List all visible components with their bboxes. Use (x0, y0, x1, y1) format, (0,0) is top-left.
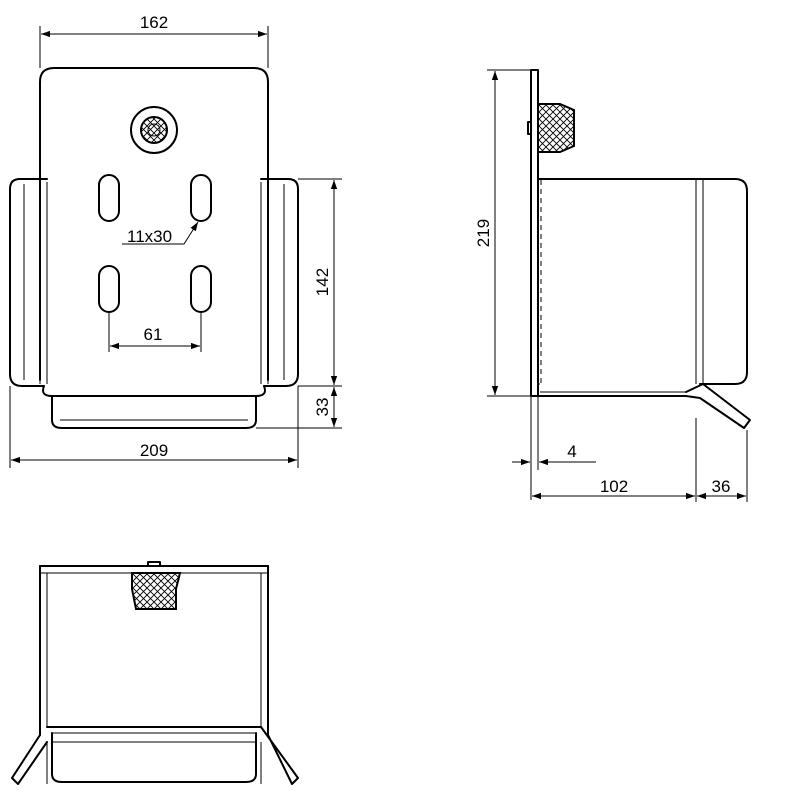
wall-plug-icon (131, 572, 182, 610)
side-view (527, 69, 751, 429)
dim-lip: 36 (712, 477, 731, 496)
dim-total-width: 209 (140, 441, 168, 460)
dim-top-width: 162 (140, 13, 168, 32)
dim-slot-spacing: 61 (144, 325, 163, 344)
mounting-slot (190, 265, 212, 313)
front-view (9, 67, 299, 429)
mounting-slot (98, 174, 120, 222)
front-dimensions: 162 11x30 61 142 33 209 (9, 13, 342, 468)
side-dimensions: 219 4 102 36 (474, 69, 748, 502)
dim-thickness: 4 (567, 442, 576, 461)
dim-slot-size: 11x30 (127, 227, 172, 246)
mounting-slot (190, 174, 212, 222)
wall-plug-icon (537, 103, 575, 153)
dim-side-height: 142 (313, 268, 332, 296)
dim-total-height: 219 (474, 219, 493, 247)
mounting-slot (98, 265, 120, 313)
screw-hole-icon (130, 106, 178, 154)
dim-bottom-height: 33 (313, 398, 332, 417)
dim-depth: 102 (600, 477, 628, 496)
top-view (11, 561, 299, 785)
